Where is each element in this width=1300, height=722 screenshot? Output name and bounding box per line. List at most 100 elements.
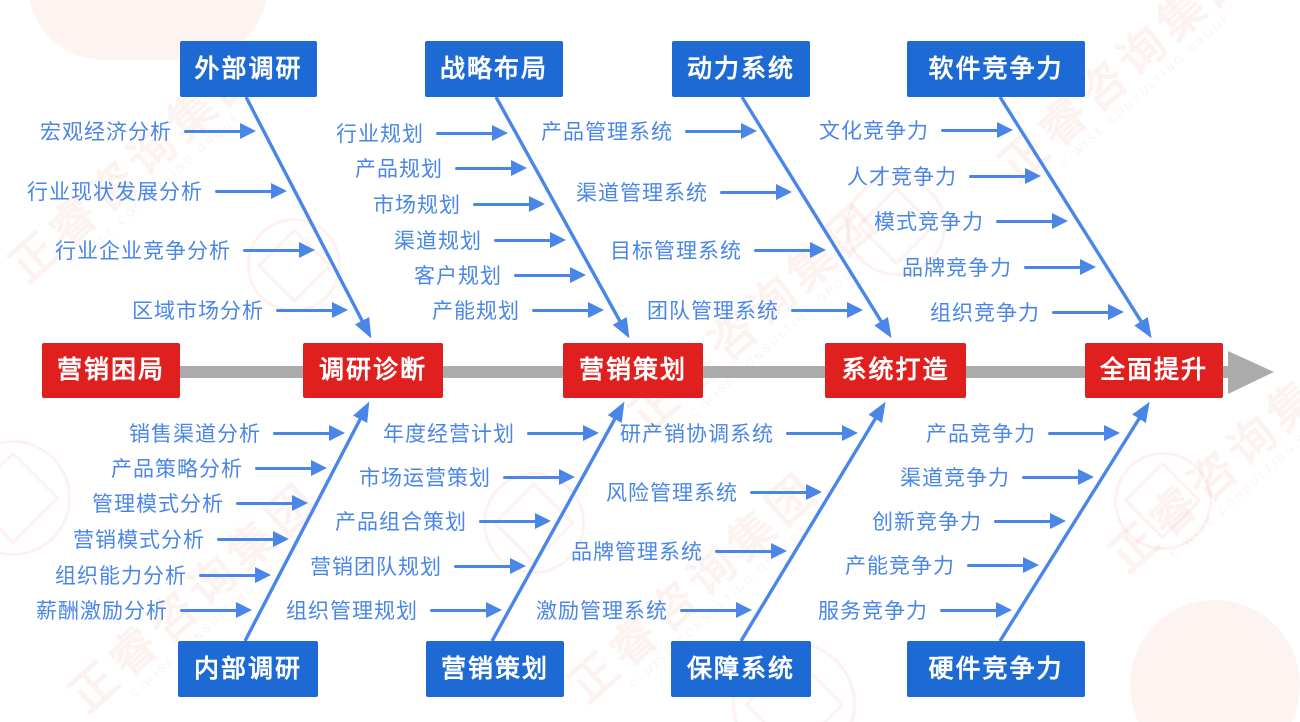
cause-item-label: 管理模式分析 — [92, 493, 224, 516]
cause-item: 创新竞争力 — [872, 506, 1066, 536]
item-arrow-icon — [514, 267, 586, 283]
item-arrow-icon — [715, 543, 787, 559]
cause-item: 组织竞争力 — [930, 297, 1124, 327]
cause-item-label: 模式竞争力 — [874, 211, 984, 234]
bottom-category-box-support-system: 保障系统 — [671, 641, 811, 697]
cause-item: 产能规划 — [432, 295, 604, 325]
item-arrow-icon — [276, 302, 348, 318]
cause-item: 区域市场分析 — [132, 295, 348, 325]
item-arrow-icon — [996, 213, 1068, 229]
cause-item-label: 组织竞争力 — [930, 302, 1040, 325]
cause-item: 渠道管理系统 — [576, 177, 792, 207]
cause-item-label: 组织能力分析 — [55, 565, 187, 588]
cause-item-label: 风险管理系统 — [606, 482, 738, 505]
item-arrow-icon — [243, 242, 315, 258]
cause-item-label: 研产销协调系统 — [620, 423, 774, 446]
item-arrow-icon — [941, 122, 1013, 138]
item-arrow-icon — [473, 196, 545, 212]
cause-item: 产品竞争力 — [926, 418, 1120, 448]
cause-item-label: 宏观经济分析 — [40, 121, 172, 144]
rib-line-top-3 — [740, 96, 892, 339]
cause-item: 营销模式分析 — [73, 524, 289, 554]
item-arrow-icon — [1022, 469, 1094, 485]
cause-item: 年度经营计划 — [383, 418, 599, 448]
cause-item: 产品组合策划 — [335, 506, 551, 536]
cause-item: 营销团队规划 — [310, 551, 526, 581]
cause-item-label: 品牌管理系统 — [571, 541, 703, 564]
item-arrow-icon — [720, 184, 792, 200]
item-arrow-icon — [430, 602, 502, 618]
cause-item-label: 渠道规划 — [394, 230, 482, 253]
watermark-stamp-icon — [483, 472, 585, 574]
cause-item-label: 渠道管理系统 — [576, 182, 708, 205]
item-arrow-icon — [273, 425, 345, 441]
cause-item-label: 品牌竞争力 — [902, 257, 1012, 280]
item-arrow-icon — [967, 557, 1039, 573]
cause-item-label: 产品组合策划 — [335, 511, 467, 534]
cause-item: 客户规划 — [414, 260, 586, 290]
item-arrow-icon — [503, 469, 575, 485]
cause-item: 激励管理系统 — [536, 595, 752, 625]
cause-item-label: 人才竞争力 — [847, 166, 957, 189]
cause-item: 文化竞争力 — [819, 115, 1013, 145]
item-arrow-icon — [255, 460, 327, 476]
cause-item-label: 目标管理系统 — [610, 240, 742, 263]
spine-stage-box-overall-improvement: 全面提升 — [1085, 343, 1223, 398]
spine-arrowhead-icon — [1228, 351, 1274, 394]
cause-item: 产品管理系统 — [541, 116, 757, 146]
item-arrow-icon — [199, 567, 271, 583]
cause-item: 销售渠道分析 — [129, 418, 345, 448]
item-arrow-icon — [969, 168, 1041, 184]
item-arrow-icon — [527, 425, 599, 441]
item-arrow-icon — [494, 232, 566, 248]
cause-item: 人才竞争力 — [847, 161, 1041, 191]
cause-item: 渠道规划 — [394, 225, 566, 255]
cause-item-label: 薪酬激励分析 — [36, 600, 168, 623]
cause-item-label: 产品管理系统 — [541, 121, 673, 144]
rib-line-bottom-3 — [739, 401, 886, 642]
item-arrow-icon — [436, 125, 508, 141]
cause-item-label: 团队管理系统 — [647, 300, 779, 323]
item-arrow-icon — [786, 425, 858, 441]
cause-item: 产品策略分析 — [111, 453, 327, 483]
item-arrow-icon — [791, 302, 863, 318]
item-arrow-icon — [215, 183, 287, 199]
item-arrow-icon — [455, 160, 527, 176]
cause-item-label: 产能规划 — [432, 300, 520, 323]
cause-item-label: 产品策略分析 — [111, 458, 243, 481]
item-arrow-icon — [1052, 304, 1124, 320]
cause-item: 行业规划 — [336, 118, 508, 148]
item-arrow-icon — [454, 558, 526, 574]
cause-item-label: 激励管理系统 — [536, 600, 668, 623]
cause-item-label: 渠道竞争力 — [900, 467, 1010, 490]
cause-item-label: 市场运营策划 — [359, 467, 491, 490]
bottom-category-box-hard-competitiveness: 硬件竞争力 — [907, 641, 1085, 697]
cause-item-label: 行业规划 — [336, 123, 424, 146]
cause-item: 风险管理系统 — [606, 477, 822, 507]
item-arrow-icon — [754, 242, 826, 258]
cause-item: 团队管理系统 — [647, 295, 863, 325]
spine-stage-box-dilemma: 营销困局 — [42, 343, 180, 398]
cause-item-label: 行业现状发展分析 — [27, 181, 203, 204]
item-arrow-icon — [1048, 425, 1120, 441]
top-category-box-power-system: 动力系统 — [672, 41, 810, 97]
rib-line-bottom-1 — [243, 401, 370, 642]
cause-item: 品牌竞争力 — [902, 252, 1096, 282]
watermark-stamp-icon — [846, 176, 946, 276]
cause-item: 研产销协调系统 — [620, 418, 858, 448]
item-arrow-icon — [236, 495, 308, 511]
spine-stage-box-planning: 营销策划 — [563, 343, 703, 398]
cause-item-label: 年度经营计划 — [383, 423, 515, 446]
item-arrow-icon — [680, 602, 752, 618]
spine-stage-box-system-building: 系统打造 — [825, 343, 966, 398]
cause-item: 行业企业竞争分析 — [55, 235, 315, 265]
item-arrow-icon — [217, 531, 289, 547]
rib-line-bottom-2 — [490, 401, 625, 642]
cause-item: 市场规划 — [373, 189, 545, 219]
bottom-category-box-marketing-planning: 营销策划 — [426, 641, 564, 697]
item-arrow-icon — [750, 484, 822, 500]
item-arrow-icon — [994, 513, 1066, 529]
cause-item: 产品规划 — [355, 153, 527, 183]
